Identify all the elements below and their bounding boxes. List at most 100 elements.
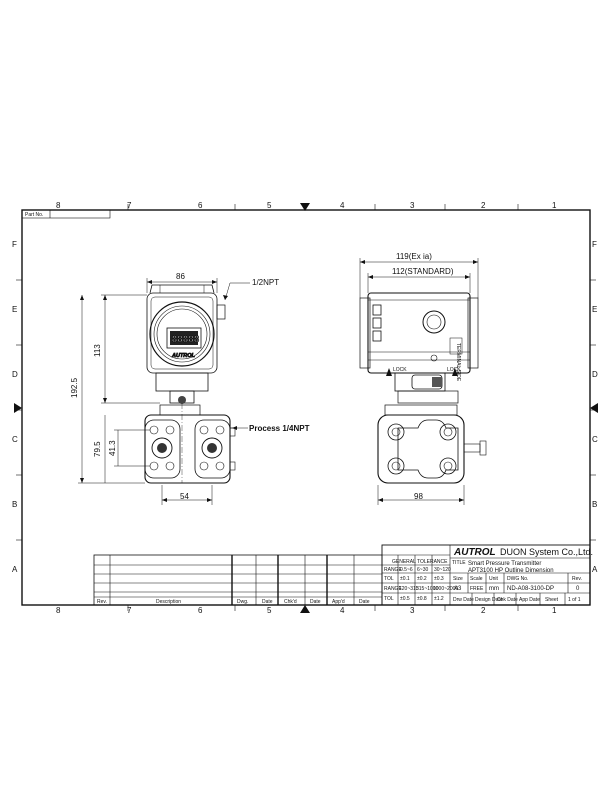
row-label: E (592, 305, 597, 314)
front-dimension-labels: 86 1/2NPT 113 192.5 79.5 41.3 54 Process… (70, 272, 310, 501)
column-label: 5 (267, 201, 272, 210)
dim-lower-79: 79.5 (93, 441, 102, 457)
date-header: Date (310, 599, 321, 605)
column-label: 8 (56, 606, 61, 615)
size-label: Size (453, 576, 463, 582)
drawing-frame (21, 209, 591, 606)
dwg-no-label: DWG No. (507, 576, 528, 582)
row-labels-left: F E D C B A (12, 240, 18, 574)
tol-range: 6~30 (417, 567, 428, 573)
title-line-1: Smart Pressure Transmitter (468, 561, 541, 567)
date-header: Date (262, 599, 273, 605)
title-block-text: AUTROL DUON System Co.,Ltd. TITLE Smart … (384, 547, 593, 603)
row-label: A (592, 565, 598, 574)
drw-date: Drw Date (453, 597, 474, 603)
column-label: 6 (198, 606, 203, 615)
column-labels-top: 8 7 6 5 4 3 2 1 (56, 201, 557, 210)
unit-value: mm (489, 586, 499, 592)
tol-value: ±0.8 (417, 596, 427, 602)
callout-half-npt: 1/2NPT (252, 278, 279, 287)
dim-standard: 112(STANDARD) (392, 267, 454, 276)
column-label: 7 (127, 606, 132, 615)
row-label: A (12, 565, 18, 574)
row-label: D (12, 370, 18, 379)
column-label: 3 (410, 606, 415, 615)
side-flange-body (377, 414, 465, 484)
dim-bottom-54: 54 (180, 492, 189, 501)
revision-headers: Rev. Description Dwg. Date Chk'd Date Ap… (97, 599, 370, 605)
column-label: 2 (481, 606, 486, 615)
row-label: D (592, 370, 598, 379)
row-label: B (592, 500, 597, 509)
row-label: F (592, 240, 597, 249)
dim-side-bottom-98: 98 (414, 492, 423, 501)
design-date: Design Date (475, 597, 503, 603)
part-no-box: Part No. (21, 209, 111, 219)
appd-header: App'd (332, 599, 345, 605)
column-label: 7 (127, 201, 132, 210)
row-label: C (12, 435, 18, 444)
tol-range: 0.5~6 (400, 567, 413, 573)
title-block (381, 544, 591, 606)
tol-range: 30~120 (434, 567, 451, 573)
sheet-label: Sheet (545, 597, 559, 603)
chkd-header: Chk'd (284, 599, 297, 605)
front-dimension-arrows (80, 280, 237, 502)
callout-process-npt: Process 1/4NPT (249, 424, 310, 433)
tol-value-label: TOL (384, 576, 394, 582)
lock-label-right: LOCK (447, 367, 461, 373)
tol-value: ±0.1 (400, 576, 410, 582)
tol-range: 1000~2000 (433, 586, 458, 592)
dim-upper-113: 113 (93, 344, 102, 357)
tol-range-label: RANGE (384, 586, 402, 592)
rev-label: Rev. (572, 576, 582, 582)
scale-label: Scale (470, 576, 483, 582)
company-name: DUON System Co.,Ltd. (500, 547, 593, 557)
dwg-no-value: ND-A08-3100-DP (507, 586, 554, 592)
column-label: 5 (267, 606, 272, 615)
column-label: 4 (340, 606, 345, 615)
general-tolerance: GENERAL TOLERANCE (392, 559, 448, 565)
dim-flange-41: 41.3 (108, 440, 117, 456)
housing-logo: AUTROL (171, 353, 196, 359)
column-label: 1 (552, 606, 557, 615)
column-label: 1 (552, 201, 557, 210)
lock-label-left: LOCK (393, 367, 407, 373)
centering-arrows (14, 203, 598, 613)
rev-value: 0 (576, 586, 580, 592)
title-label: TITLE (452, 560, 466, 566)
column-label: 6 (198, 201, 203, 210)
column-label: 8 (56, 201, 61, 210)
row-labels-right: F E D C B A (592, 240, 598, 574)
scale-value: FREE (470, 586, 484, 592)
column-labels-bottom: 8 7 6 5 4 3 2 1 (56, 606, 557, 615)
tol-value: ±0.5 (400, 596, 410, 602)
tol-range-label: RANGE (384, 567, 402, 573)
app-date: App Date (519, 597, 540, 603)
side-view (359, 292, 487, 484)
tol-value-label: TOL (384, 596, 394, 602)
dim-total-192: 192.5 (70, 377, 79, 398)
display-ring (149, 301, 215, 367)
side-dimension-arrows (360, 260, 478, 502)
row-label: E (12, 305, 17, 314)
revision-block (93, 554, 383, 606)
size-value: A3 (454, 586, 462, 592)
front-view: 88888 AUTROL (144, 284, 236, 484)
column-label: 4 (340, 201, 345, 210)
column-label: 3 (410, 201, 415, 210)
tol-value: ±0.2 (417, 576, 427, 582)
column-label: 2 (481, 201, 486, 210)
dwg-header: Dwg. (237, 599, 248, 605)
rev-header: Rev. (97, 599, 107, 605)
tol-value: ±1.2 (434, 596, 444, 602)
title-line-2: APT3100 HP Outline Dimension (468, 568, 554, 574)
tol-range: 315~1000 (416, 586, 439, 592)
side-dimension-labels: 119(Ex ia) 112(STANDARD) 98 LOCK LOCK TE… (392, 252, 461, 501)
front-dimensions (78, 278, 250, 505)
tol-range: 120~315 (399, 586, 419, 592)
chk-date: Chk Date (497, 597, 518, 603)
terminal-label: TERMINAL SIDE (455, 343, 461, 382)
description-header: Description (156, 599, 181, 605)
